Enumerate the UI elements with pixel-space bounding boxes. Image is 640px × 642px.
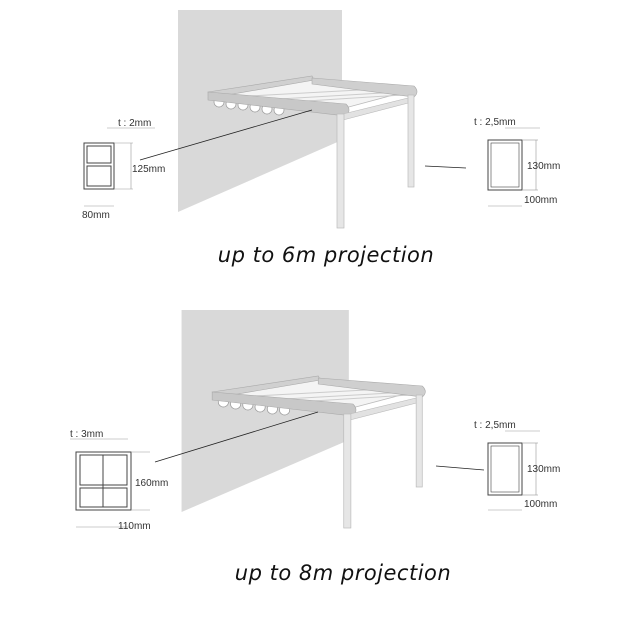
beam-thickness-label: t : 3mm [70, 429, 103, 440]
post-thickness-label: t : 2,5mm [474, 117, 516, 128]
pergola-illustration [181, 309, 426, 529]
leader-line [154, 411, 319, 463]
caption: up to 8m projection [235, 561, 451, 585]
beam-height-label: 125mm [132, 164, 165, 175]
leader-line [435, 465, 485, 471]
beam-thickness-label: t : 2mm [118, 118, 151, 129]
panel-6m: t : 2mm 125mm 80mm t : 2,5mm 130mm 100mm… [82, 9, 560, 267]
pergola-illustration [177, 9, 418, 229]
post-profile [487, 127, 540, 207]
beam-width-label: 80mm [82, 210, 110, 221]
beam-height-label: 160mm [135, 478, 168, 489]
post-height-label: 130mm [527, 161, 560, 172]
panel-8m: t : 3mm 160mm 110mm t : 2,5mm 130mm 100m… [70, 309, 560, 585]
beam-width-label: 110mm [118, 521, 151, 532]
beam-profile [70, 438, 150, 528]
post-thickness-label: t : 2,5mm [474, 420, 516, 431]
leader-line [139, 109, 313, 161]
post-width-label: 100mm [524, 195, 557, 206]
post-profile [487, 430, 540, 511]
beam-profile [83, 127, 155, 207]
leader-line [424, 165, 467, 169]
post-width-label: 100mm [524, 499, 557, 510]
caption: up to 6m projection [218, 243, 434, 267]
post-height-label: 130mm [527, 464, 560, 475]
